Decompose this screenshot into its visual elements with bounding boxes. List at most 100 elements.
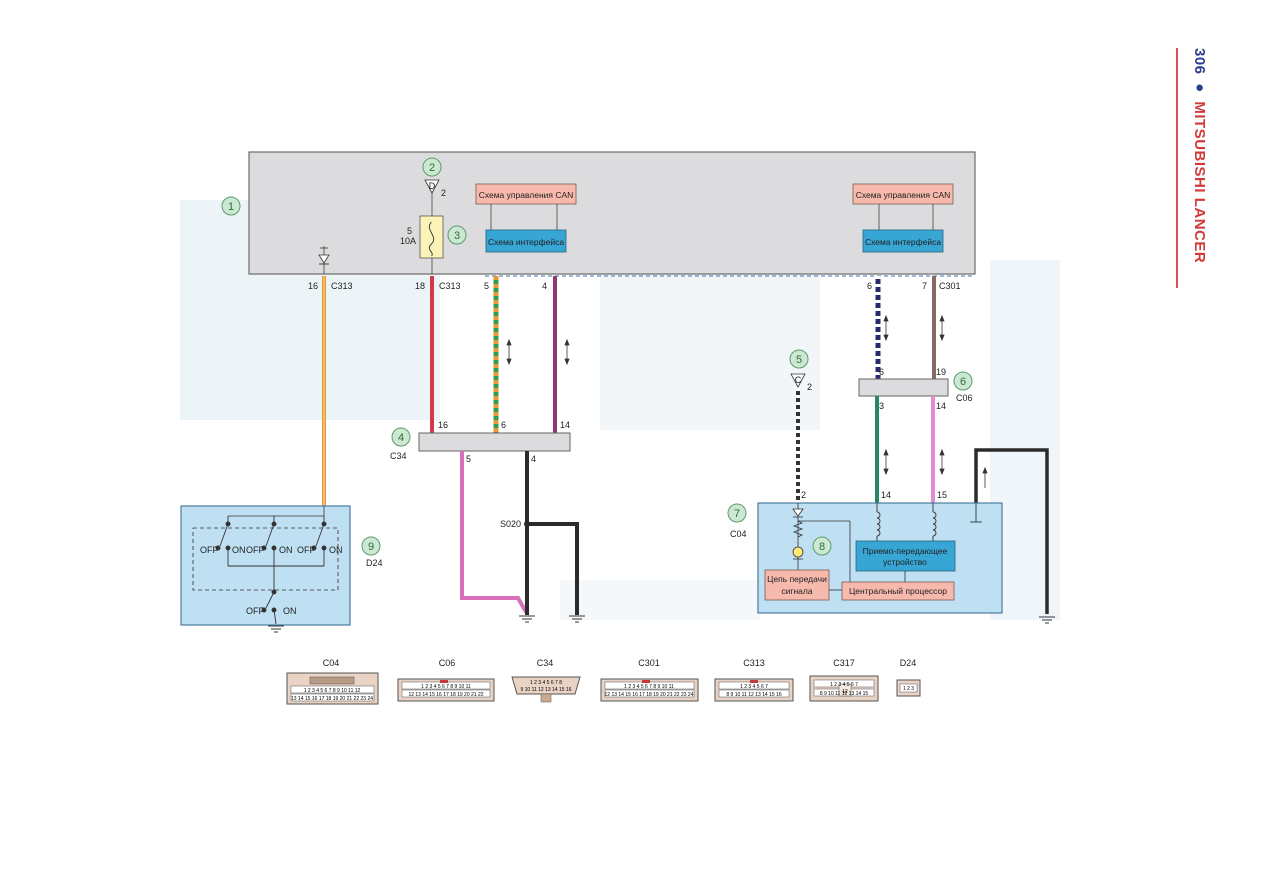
pin-7: 7 bbox=[922, 281, 927, 291]
callout-6: 6 bbox=[960, 376, 966, 388]
pin-18: 18 bbox=[415, 281, 425, 291]
switch-label-d24: D24 bbox=[366, 558, 383, 568]
interface-right-label: Схема интерфейса bbox=[865, 237, 941, 247]
face-d24-row: 1 2 3 bbox=[903, 686, 914, 692]
c04-pin-15: 15 bbox=[937, 490, 947, 500]
ground-c-pin: 2 bbox=[807, 382, 812, 392]
switch-on-2: ON bbox=[279, 545, 293, 555]
face-c301-row2: 12 13 14 15 16 17 18 19 20 21 22 23 24 bbox=[605, 692, 694, 698]
face-c313-row2: 8 9 10 11 12 13 14 15 16 bbox=[726, 692, 781, 698]
callout-3: 3 bbox=[454, 230, 460, 242]
c06-pin-14: 14 bbox=[936, 401, 946, 411]
callout-9: 9 bbox=[368, 541, 374, 553]
cpu-block bbox=[841, 581, 955, 601]
c04-pin-14: 14 bbox=[881, 490, 891, 500]
splice-s020: S020 bbox=[500, 519, 521, 529]
c06-pin-3: 3 bbox=[879, 401, 884, 411]
can-control-right bbox=[852, 183, 954, 205]
face-c34 bbox=[511, 676, 581, 695]
coil-icon bbox=[876, 503, 937, 541]
callout-2: 2 bbox=[429, 162, 435, 174]
wire-pink bbox=[460, 451, 528, 613]
callout-7: 7 bbox=[734, 508, 740, 520]
callouts: 1 2 3 4 5 6 7 8 9 bbox=[221, 157, 973, 556]
led-icon bbox=[792, 546, 804, 558]
signal-arrows bbox=[506, 314, 988, 488]
pin-16: 16 bbox=[308, 281, 318, 291]
c04-label: C04 bbox=[730, 529, 747, 539]
switch-off-1: OFF bbox=[200, 545, 218, 555]
page-number: 306 bbox=[1191, 48, 1208, 75]
face-c301-row1: 1 2 3 4 5 6 7 8 9 10 11 bbox=[624, 684, 674, 690]
face-c317-row2: 8 9 10 11 12 13 14 15 bbox=[820, 691, 869, 697]
face-c317-label: C317 bbox=[833, 658, 855, 668]
header-rule bbox=[1176, 48, 1178, 288]
face-c313-label: C313 bbox=[743, 658, 765, 668]
face-c04-row2: 13 14 15 16 17 18 19 20 21 22 23 24 bbox=[291, 696, 373, 702]
switch-on-4: ON bbox=[283, 606, 297, 616]
face-c04-row1: 1 2 3 4 5 6 7 8 9 10 11 12 bbox=[304, 688, 361, 694]
pin-c301: C301 bbox=[939, 281, 961, 291]
cpu-label: Центральный процессор bbox=[849, 586, 947, 596]
switch-contacts bbox=[215, 516, 327, 625]
bullet-icon: ● bbox=[1191, 79, 1208, 102]
connector-faces: C04 1 2 3 4 5 6 7 8 9 10 11 12 13 14 15 … bbox=[286, 658, 921, 705]
face-c34-row2: 9 10 11 12 13 14 15 16 bbox=[520, 687, 571, 693]
can-control-left-label: Схема управления CAN bbox=[479, 190, 574, 200]
c34-label: C34 bbox=[390, 451, 407, 461]
interface-right bbox=[862, 229, 944, 253]
interface-left bbox=[485, 229, 567, 253]
callout-1: 1 bbox=[228, 201, 234, 213]
diode-icon bbox=[318, 254, 330, 264]
c34-pin-4: 4 bbox=[531, 454, 536, 464]
fuse-rating: 10A bbox=[400, 236, 416, 246]
signal-circuit-label-1: Цепь передачи bbox=[767, 574, 827, 584]
switch-off-2: OFF bbox=[246, 545, 264, 555]
transceiver-label-2: устройство bbox=[883, 557, 927, 567]
switch-on-3: ON bbox=[329, 545, 343, 555]
connector-c06-block bbox=[858, 378, 949, 397]
fuse-icon bbox=[419, 215, 444, 259]
face-d24-label: D24 bbox=[900, 658, 917, 668]
face-c301-label: C301 bbox=[638, 658, 660, 668]
interface-left-label: Схема интерфейса bbox=[488, 237, 564, 247]
switch-on-1: ON bbox=[232, 545, 246, 555]
callout-4: 4 bbox=[398, 432, 404, 444]
resistor-icon bbox=[792, 520, 804, 538]
c06-pin-6: 6 bbox=[879, 367, 884, 377]
transceiver-label-1: Приемо-передающее bbox=[863, 546, 948, 556]
ground-c-letter: C bbox=[795, 375, 802, 385]
face-c04-label: C04 bbox=[323, 658, 340, 668]
background-print bbox=[180, 200, 1060, 620]
signal-circuit-block bbox=[764, 569, 830, 601]
face-c313-row1: 1 2 3 4 5 6 7 bbox=[740, 684, 768, 690]
c06-label: C06 bbox=[956, 393, 973, 403]
ground-d-letter: D bbox=[429, 181, 436, 191]
callout-8: 8 bbox=[819, 541, 825, 553]
pin-4: 4 bbox=[542, 281, 547, 291]
switch-d24 bbox=[180, 505, 351, 626]
pin-c313-b: C313 bbox=[439, 281, 461, 291]
transceiver-block bbox=[855, 540, 956, 572]
ground-c-icon bbox=[790, 373, 806, 388]
callout-5: 5 bbox=[796, 354, 802, 366]
signal-circuit-label-2: сигнала bbox=[781, 586, 812, 596]
page-title: MITSUBISHI LANCER bbox=[1191, 101, 1208, 264]
c34-pin-16: 16 bbox=[438, 420, 448, 430]
c06-pin-19: 19 bbox=[936, 367, 946, 377]
pin-6: 6 bbox=[867, 281, 872, 291]
face-c317-row1: 1 2 3 4 5 6 7 bbox=[830, 682, 858, 688]
switch-off-3: OFF bbox=[297, 545, 315, 555]
c34-pin-14: 14 bbox=[560, 420, 570, 430]
face-c06-label: C06 bbox=[439, 658, 456, 668]
c34-pin-5: 5 bbox=[466, 454, 471, 464]
face-c06-row2: 12 13 14 15 16 17 18 19 20 21 22 bbox=[408, 692, 483, 698]
switch-off-4: OFF bbox=[246, 606, 264, 616]
control-module-1 bbox=[248, 151, 976, 275]
ground-d-pin: 2 bbox=[441, 188, 446, 198]
c04-pin-2: 2 bbox=[801, 490, 806, 500]
ground-icon bbox=[268, 615, 1055, 633]
face-c06-row1: 1 2 3 4 5 6 7 8 9 10 11 bbox=[421, 684, 471, 690]
face-c34-label: C34 bbox=[537, 658, 554, 668]
